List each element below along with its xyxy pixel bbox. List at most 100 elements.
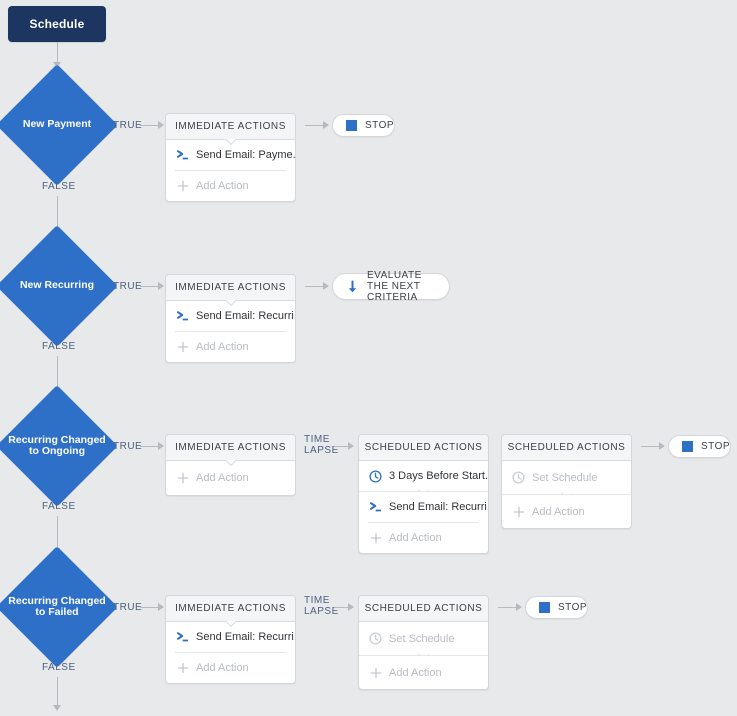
add-action-row[interactable]: Add Action: [359, 655, 488, 689]
plus-icon: [175, 471, 190, 486]
plus-icon: [368, 665, 383, 680]
action-row-label: Send Email: Payme...: [196, 149, 295, 161]
arrow-down-icon: [346, 280, 359, 294]
plus-icon: [175, 661, 190, 676]
criteria-node-recurring-changed-to-ongoing[interactable]: Recurring Changed to Ongoing: [0, 385, 118, 507]
connector-label-time-lapse-4: TIME LAPSE: [304, 595, 339, 617]
criteria-node-new-recurring[interactable]: New Recurring: [0, 225, 118, 347]
connector-arrow-timelapse-3: [348, 442, 354, 450]
card-divider: [175, 170, 286, 171]
end-node-label: EVALUATE THE NEXT CRITERIA: [367, 270, 422, 303]
add-action-label: Add Action: [196, 662, 249, 674]
card-header-label: SCHEDULED ACTIONS: [364, 603, 483, 614]
card-header-label: SCHEDULED ACTIONS: [364, 442, 483, 453]
end-node-evaluate-next-criteria[interactable]: EVALUATE THE NEXT CRITERIA: [332, 270, 450, 303]
send-email-icon: [175, 309, 190, 324]
schedule-row[interactable]: Set Schedule: [502, 461, 631, 494]
card-divider: [175, 331, 286, 332]
card-header-label: SCHEDULED ACTIONS: [507, 442, 626, 453]
add-action-row[interactable]: Add Action: [502, 494, 631, 528]
connector-label-time-lapse-3: TIME LAPSE: [304, 434, 339, 456]
action-row-send-email[interactable]: Send Email: Recurri...: [166, 301, 295, 331]
card-divider: [368, 522, 479, 523]
connector-arrow-card4-stop: [516, 603, 522, 611]
end-node-stop-1[interactable]: STOP: [332, 114, 395, 137]
branch-label-false-2: FALSE: [42, 341, 76, 352]
card-divider: [175, 652, 286, 653]
end-node-stop-4[interactable]: STOP: [525, 596, 588, 619]
scheduled-actions-card-4[interactable]: SCHEDULED ACTIONS Set Schedule Add Actio…: [358, 595, 489, 690]
criteria-node-recurring-changed-to-failed[interactable]: Recurring Changed to Failed: [0, 546, 118, 668]
end-node-label: STOP: [701, 441, 731, 452]
add-action-row[interactable]: Add Action: [166, 171, 295, 201]
criteria-diamond-shape: [0, 64, 118, 186]
schedule-row[interactable]: Set Schedule: [359, 622, 488, 655]
immediate-actions-card-4[interactable]: IMMEDIATE ACTIONS Send Email: Recurri...…: [165, 595, 296, 684]
immediate-actions-card-3[interactable]: IMMEDIATE ACTIONS Add Action: [165, 434, 296, 496]
connector-card3b-to-stop: [641, 446, 660, 447]
criteria-diamond-shape: [0, 225, 118, 347]
scheduled-actions-card-3b[interactable]: SCHEDULED ACTIONS Set Schedule Add Actio…: [501, 434, 632, 529]
criteria-node-new-payment[interactable]: New Payment: [0, 64, 118, 186]
connector-arrow-card1-stop: [323, 121, 329, 129]
plus-icon: [511, 504, 526, 519]
add-action-label: Add Action: [389, 666, 442, 679]
connector-true-2: [140, 286, 159, 287]
connector-arrow-true-4: [158, 603, 164, 611]
clock-icon: [511, 470, 526, 485]
card-header: IMMEDIATE ACTIONS: [166, 275, 295, 301]
schedule-row[interactable]: 3 Days Before Start...: [359, 461, 488, 491]
connector-timelapse-4: [334, 607, 349, 608]
connector-false-2: [57, 356, 58, 396]
connector-arrow-true-1: [158, 121, 164, 129]
plus-icon: [175, 340, 190, 355]
add-action-row[interactable]: Add Action: [166, 461, 295, 495]
card-header: IMMEDIATE ACTIONS: [166, 435, 295, 461]
immediate-actions-card-1[interactable]: IMMEDIATE ACTIONS Send Email: Payme... A…: [165, 113, 296, 202]
connector-start-to-criteria1: [57, 42, 58, 64]
branch-label-false-1: FALSE: [42, 181, 76, 192]
plus-icon: [368, 531, 383, 546]
stop-square-icon: [682, 441, 693, 452]
start-node-label: Schedule: [29, 17, 85, 31]
plus-icon: [175, 179, 190, 194]
connector-true-1: [140, 125, 159, 126]
card-header: IMMEDIATE ACTIONS: [166, 596, 295, 622]
scheduled-actions-card-3a[interactable]: SCHEDULED ACTIONS 3 Days Before Start...…: [358, 434, 489, 554]
connector-arrow-true-3: [158, 442, 164, 450]
connector-card2-to-evaluate: [305, 286, 324, 287]
branch-label-true-1: TRUE: [113, 120, 143, 131]
connector-false-1: [57, 196, 58, 236]
add-action-row[interactable]: Add Action: [166, 653, 295, 683]
end-node-label: STOP: [365, 120, 395, 131]
connector-arrow-card3b-stop: [659, 442, 665, 450]
immediate-actions-card-2[interactable]: IMMEDIATE ACTIONS Send Email: Recurri...…: [165, 274, 296, 363]
connector-arrow-card2-evaluate: [323, 282, 329, 290]
card-header-label: IMMEDIATE ACTIONS: [175, 121, 286, 132]
card-header: IMMEDIATE ACTIONS: [166, 114, 295, 140]
connector-card4-to-stop: [498, 607, 517, 608]
connector-false-4: [57, 677, 58, 707]
add-action-label: Add Action: [532, 505, 585, 518]
end-node-label: STOP: [558, 602, 588, 613]
branch-label-true-3: TRUE: [113, 441, 143, 452]
card-header-label: IMMEDIATE ACTIONS: [175, 282, 286, 293]
card-header: SCHEDULED ACTIONS: [359, 596, 488, 622]
start-node-schedule[interactable]: Schedule: [8, 6, 106, 42]
add-action-label: Add Action: [196, 341, 249, 353]
connector-card1-to-stop: [305, 125, 324, 126]
connector-timelapse-3: [334, 446, 349, 447]
action-row-send-email[interactable]: Send Email: Recurri...: [359, 491, 488, 522]
add-action-row[interactable]: Add Action: [359, 523, 488, 553]
branch-label-true-4: TRUE: [113, 602, 143, 613]
connector-true-4: [140, 607, 159, 608]
action-row-send-email[interactable]: Send Email: Payme...: [166, 140, 295, 170]
connector-arrow-false-4: [53, 705, 61, 711]
branch-label-false-4: FALSE: [42, 662, 76, 673]
connector-true-3: [140, 446, 159, 447]
end-node-stop-3[interactable]: STOP: [668, 435, 731, 458]
stop-square-icon: [346, 120, 357, 131]
action-row-send-email[interactable]: Send Email: Recurri...: [166, 622, 295, 652]
add-action-row[interactable]: Add Action: [166, 332, 295, 362]
